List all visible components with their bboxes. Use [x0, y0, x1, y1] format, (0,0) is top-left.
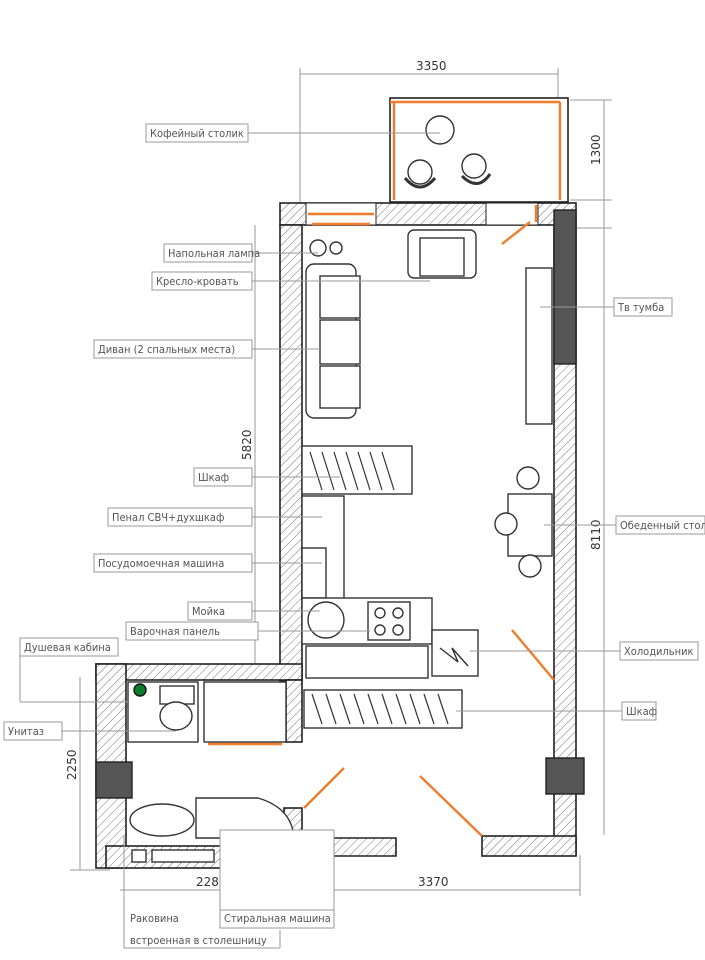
label-microwave-oven: Пенал СВЧ+духшкаф: [112, 511, 224, 524]
label-shower: Душевая кабина: [24, 641, 111, 654]
dim-room-width: 3370: [418, 875, 449, 889]
dim-balcony-depth: 1300: [589, 134, 603, 165]
kitchen-sink-icon: [307, 601, 345, 639]
chair-icon: [407, 159, 433, 185]
washbasin-icon: [129, 803, 195, 837]
balcony: [389, 97, 569, 203]
tv-stand-icon: [525, 267, 553, 425]
label-sink: Мойка: [192, 605, 225, 618]
hob-icon: [367, 601, 411, 641]
shower-head-icon: [133, 683, 147, 697]
annotations: Кофейный столик Напольная лампа Кресло-к…: [3, 123, 705, 949]
fridge-icon: [431, 629, 479, 677]
floor-lamp-icon: [329, 241, 343, 255]
dim-bath-width: 2285: [196, 875, 227, 889]
dim-total-length: 8110: [589, 519, 603, 550]
label-washbasin: Раковина: [130, 912, 179, 925]
toilet-tank: [159, 685, 195, 705]
label-hob: Варочная панель: [130, 625, 220, 638]
dim-room-length: 5820: [240, 429, 254, 460]
coffee-table-icon: [425, 115, 455, 145]
chair-icon: [516, 466, 540, 490]
label-wardrobe-top: Шкаф: [198, 471, 229, 484]
dim-balcony-width: 3350: [416, 59, 447, 73]
label-sofa: Диван (2 спальных места): [98, 343, 235, 356]
label-dishwasher: Посудомоечная машина: [98, 557, 224, 570]
chair-icon: [518, 554, 542, 578]
label-floor-lamp: Напольная лампа: [168, 247, 260, 260]
chair-icon: [494, 512, 518, 536]
label-washbasin-note: встроенная в столешницу: [130, 934, 267, 947]
sofa-icon: [305, 263, 361, 419]
label-dining-table: Обеденный стол: [620, 519, 705, 532]
furniture: [127, 229, 553, 863]
bath-storage: [203, 681, 287, 743]
label-wardrobe-hall: Шкаф: [626, 705, 657, 718]
dishwasher-icon: [301, 547, 327, 599]
chair-icon: [461, 153, 487, 179]
label-toilet: Унитаз: [8, 725, 44, 738]
label-armchair-bed: Кресло-кровать: [156, 275, 239, 288]
floor-lamp-icon: [309, 239, 327, 257]
label-tv-stand: Тв тумба: [617, 301, 664, 314]
label-coffee-table: Кофейный столик: [150, 127, 244, 140]
label-fridge: Холодильник: [624, 645, 694, 658]
dim-bath-depth: 2250: [65, 749, 79, 780]
label-washer: Стиральная машина: [224, 912, 331, 925]
lower-cabinet: [305, 645, 429, 679]
hall-wardrobe-icon: [303, 689, 463, 729]
toilet-icon: [159, 701, 193, 731]
